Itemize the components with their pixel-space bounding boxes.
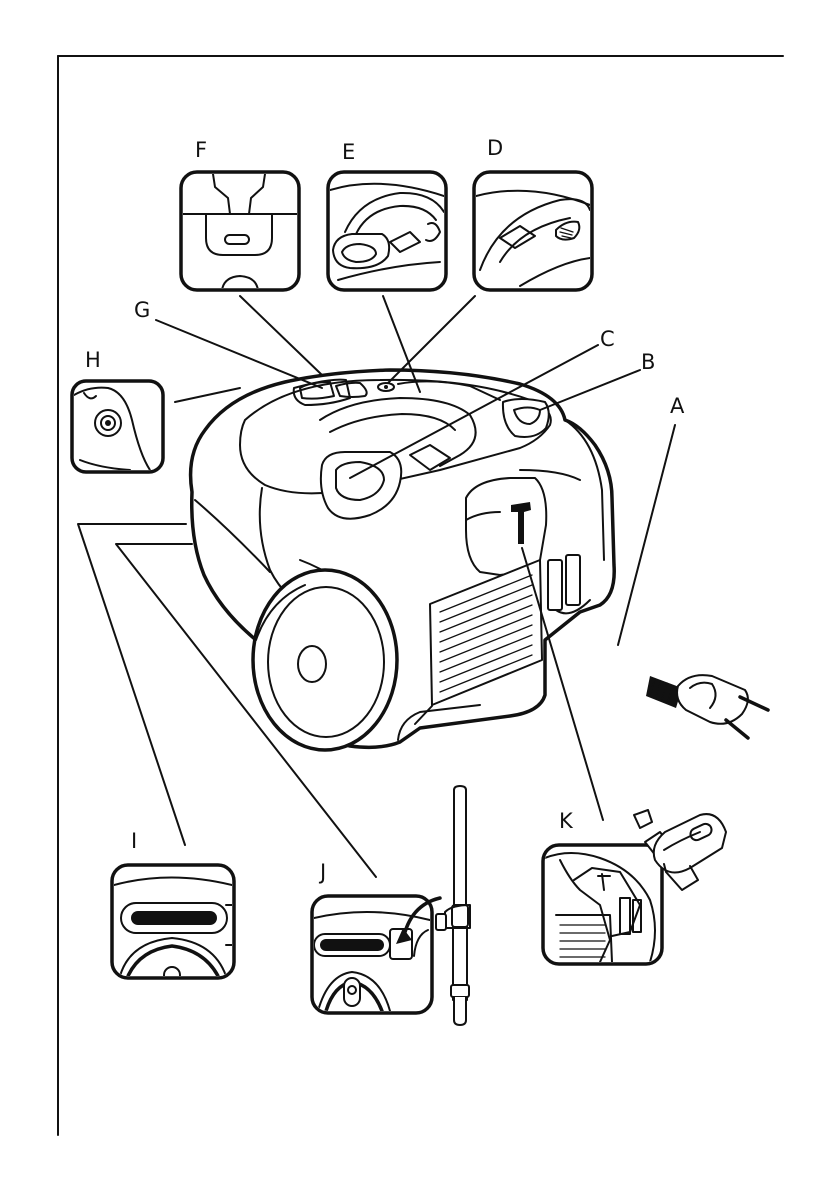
- label-B: B: [641, 352, 655, 373]
- detail-E-carry-handle: [328, 172, 446, 290]
- label-C: C: [600, 329, 615, 350]
- label-I: I: [131, 831, 137, 852]
- vacuum-cleaner-main-body: [191, 370, 768, 750]
- detail-I-dust-container-front: [112, 865, 234, 983]
- label-H: H: [85, 350, 101, 371]
- label-G: G: [134, 300, 150, 321]
- detail-F-cord-rewind-button: [181, 172, 299, 290]
- label-F: F: [195, 140, 207, 161]
- label-K: K: [559, 811, 573, 832]
- detail-K-nozzle-parking: [543, 810, 726, 964]
- label-J: J: [320, 862, 326, 883]
- detail-J-tube-parking: [312, 896, 440, 1013]
- detail-H-hose-inlet: [72, 381, 163, 472]
- label-E: E: [342, 142, 355, 163]
- label-D: D: [487, 138, 503, 159]
- extension-tube: [436, 786, 470, 1025]
- label-A: A: [670, 396, 684, 417]
- detail-D-power-regulator: [474, 172, 592, 290]
